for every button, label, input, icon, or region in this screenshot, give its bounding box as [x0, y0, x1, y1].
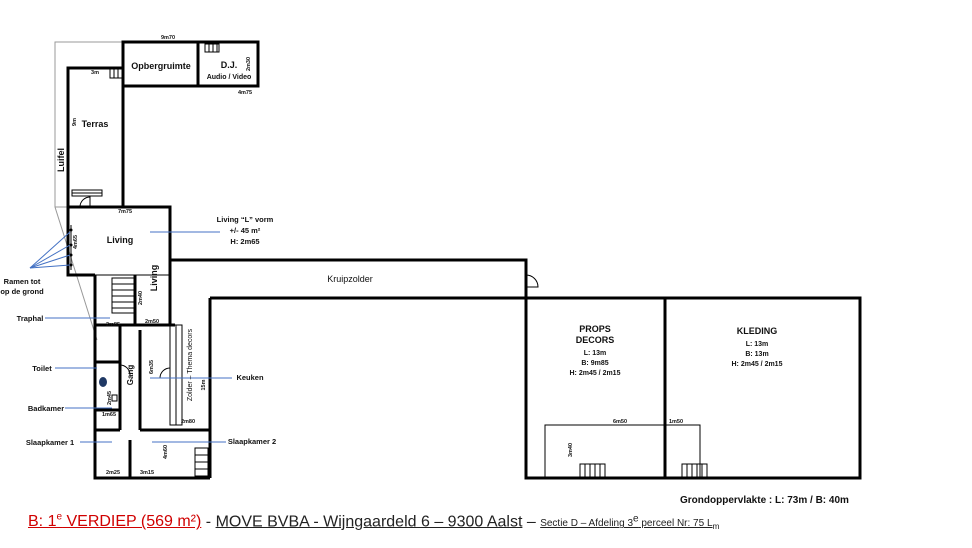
- callout-slaapkamer1: Slaapkamer 1: [26, 438, 74, 447]
- dim-stair-height: 2m40: [138, 291, 144, 305]
- dim-kleding-bottom: 1m50: [669, 419, 683, 425]
- props-spec-height: H: 2m45 / 2m15: [570, 370, 621, 377]
- callout-ramen-1: Ramen tot: [4, 277, 41, 286]
- props-spec-width: B: 9m85: [581, 360, 608, 367]
- kruipzolder-block: [170, 258, 862, 480]
- kleding-spec-height: H: 2m45 / 2m15: [732, 361, 783, 368]
- callout-traphal: Traphal: [17, 314, 44, 323]
- label-terras: Terras: [82, 119, 109, 129]
- dim-terras-height: 9m: [72, 118, 78, 126]
- callout-badkamer: Badkamer: [28, 404, 64, 413]
- dim-room2-width: 2m80: [181, 419, 195, 425]
- living-block: [66, 196, 172, 478]
- dim-top-width: 9m70: [161, 35, 175, 41]
- dim-gang-length: 6m35: [149, 360, 155, 374]
- callout-toilet: Toilet: [32, 364, 52, 373]
- floor-label: B: 1e VERDIEP (569 m²): [28, 512, 202, 531]
- company-address: MOVE BVBA - Wijngaardeld 6 – 9300 Aalst: [215, 513, 523, 531]
- dim-zolder-length: 15m: [201, 379, 207, 390]
- dim-bath-height: 2m45: [107, 391, 113, 405]
- label-props: PROPS: [579, 324, 611, 334]
- dim-props-bottom: 6m50: [613, 419, 627, 425]
- dim-dj-width: 4m75: [238, 90, 252, 96]
- dim-bath-width: 1m65: [102, 412, 116, 418]
- label-gang: Gang: [126, 365, 135, 386]
- label-living-vertical: Living: [149, 265, 159, 292]
- dim-terras-width: 3m: [91, 70, 99, 76]
- dim-dj-height: 2m30: [246, 57, 252, 71]
- ground-area-summary: Grondoppervlakte : L: 73m / B: 40m: [680, 495, 849, 506]
- callout-arrows: [29, 231, 232, 443]
- ramen-markers: [69, 225, 73, 270]
- label-kleding: KLEDING: [737, 326, 778, 336]
- label-dj: D.J.: [221, 60, 238, 70]
- label-decors: DECORS: [576, 335, 615, 345]
- label-luifel: Luifel: [56, 148, 66, 172]
- label-living: Living: [107, 235, 134, 245]
- dim-living-width: 7m75: [118, 209, 132, 215]
- dim-traphal-width: 2m85: [106, 322, 120, 328]
- label-opbergruimte: Opbergruimte: [131, 61, 191, 71]
- dim-living-inner: 2m50: [145, 319, 159, 325]
- terras-block: [66, 66, 125, 207]
- label-kruipzolder: Kruipzolder: [327, 274, 373, 284]
- callout-living-l: Living “L” vorm: [217, 215, 274, 224]
- footer-title: B: 1e VERDIEP (569 m²) - MOVE BVBA - Wij…: [28, 512, 720, 532]
- dim-living-height: 4m65: [73, 235, 79, 249]
- kleding-spec-width: B: 13m: [745, 351, 768, 358]
- cadastre-info: Sectie D – Afdeling 3e perceel Nr: 75 Lm: [540, 514, 720, 532]
- luifel-outline: [54, 41, 123, 341]
- dim-room2b-width: 3m15: [140, 470, 154, 476]
- kleding-spec-length: L: 13m: [746, 341, 769, 348]
- callout-living-height: H: 2m65: [230, 237, 259, 246]
- callout-ramen-2: op de grond: [0, 287, 44, 296]
- dim-room1-width: 2m25: [106, 470, 120, 476]
- dim-room2-height: 4m60: [163, 445, 169, 459]
- corridor-block: [93, 298, 212, 480]
- label-zolder: Zolder – Thema decors: [187, 328, 194, 401]
- callout-slaapkamer2: Slaapkamer 2: [228, 437, 276, 446]
- label-dj-sub: Audio / Video: [207, 74, 252, 81]
- dim-props-side: 3m40: [568, 443, 574, 457]
- callout-keuken: Keuken: [236, 373, 264, 382]
- opbergruimte-block: [121, 40, 260, 88]
- props-spec-length: L: 13m: [584, 350, 607, 357]
- callout-living-area: +/- 45 m²: [230, 226, 261, 235]
- storage-internals: [544, 424, 708, 479]
